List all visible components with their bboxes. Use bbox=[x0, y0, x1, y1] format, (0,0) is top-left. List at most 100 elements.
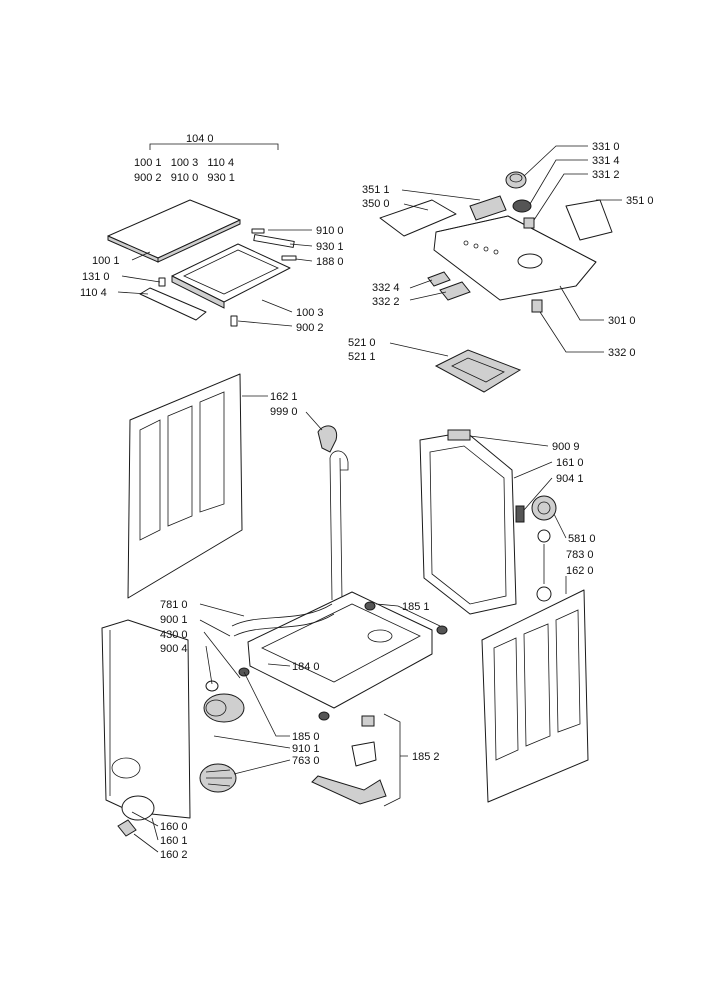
switch-332-4 bbox=[427, 271, 451, 287]
panel-bracket bbox=[565, 199, 613, 241]
rear-panel-inner bbox=[429, 445, 507, 605]
pump-inlet bbox=[205, 699, 227, 717]
label-160-2: 160 2 bbox=[160, 849, 188, 861]
label-351-0: 351 0 bbox=[626, 195, 654, 207]
hose-elbow bbox=[317, 425, 338, 453]
feet-kit bbox=[311, 713, 408, 807]
dispenser-inner bbox=[451, 357, 505, 383]
bracket-900-9 bbox=[447, 429, 471, 441]
leader-100-3 bbox=[261, 299, 293, 313]
lid-panel-side bbox=[157, 219, 241, 263]
leader-332-4 bbox=[409, 279, 433, 289]
label-910-0: 910 0 bbox=[316, 225, 344, 237]
label-184-0: 184 0 bbox=[292, 661, 320, 673]
hose-top-bend bbox=[329, 450, 349, 471]
dispenser-assembly bbox=[389, 342, 522, 393]
foot-185-2-b bbox=[351, 741, 377, 767]
leader-160-2 bbox=[133, 833, 159, 853]
leader-161-0 bbox=[513, 461, 553, 479]
leader-131-0 bbox=[121, 275, 161, 283]
button-hole bbox=[493, 249, 499, 255]
label-521-1: 521 1 bbox=[348, 351, 376, 363]
clip-904-1 bbox=[515, 505, 525, 523]
side-panel-right-rib bbox=[493, 637, 519, 761]
button-hole bbox=[483, 246, 489, 252]
side-panel-right-rib bbox=[523, 623, 551, 747]
label-301-0: 301 0 bbox=[608, 315, 636, 327]
side-panel-right bbox=[481, 589, 589, 803]
label-900-2: 900 2 bbox=[296, 322, 324, 334]
label-521-0: 521 0 bbox=[348, 337, 376, 349]
label-110-4: 110 4 bbox=[80, 287, 107, 299]
hose-assembly bbox=[305, 411, 349, 601]
bearing-783-0 bbox=[537, 529, 551, 543]
bearing-783-0-b bbox=[536, 586, 552, 602]
base-frame-body bbox=[247, 591, 433, 709]
leader-930-1 bbox=[289, 243, 313, 247]
leader-521-0 bbox=[389, 342, 449, 357]
base-frame-inner bbox=[261, 603, 421, 683]
foot-185-0-b bbox=[318, 711, 330, 721]
leader-331-0 bbox=[523, 145, 588, 177]
leader-100-1 bbox=[131, 251, 151, 261]
bracket-185-2 bbox=[383, 713, 408, 807]
base-frame-hole bbox=[367, 629, 393, 643]
leader-910-1 bbox=[213, 735, 291, 749]
label-160-0: 160 0 bbox=[160, 821, 188, 833]
foot-185-1-b bbox=[436, 625, 448, 635]
label-100-1: 100 1 bbox=[92, 255, 120, 267]
label-332-2: 332 2 bbox=[372, 296, 400, 308]
label-910-1: 910 1 bbox=[292, 743, 320, 755]
pump-assembly bbox=[199, 619, 291, 793]
label-430-0: 430 0 bbox=[160, 629, 188, 641]
pump-seal-900-4 bbox=[205, 680, 219, 692]
pulley-assembly bbox=[531, 495, 567, 602]
label-904-1: 904 1 bbox=[556, 473, 584, 485]
button-hole bbox=[463, 240, 469, 246]
leader-185-1 bbox=[375, 603, 441, 627]
leader-188-0 bbox=[295, 258, 313, 262]
leader-331-2 bbox=[533, 173, 588, 221]
button-strip bbox=[469, 195, 507, 221]
right-side-panel bbox=[481, 576, 589, 803]
pulley-hub bbox=[537, 501, 551, 515]
label-332-0: 332 0 bbox=[608, 347, 636, 359]
switch-332-0 bbox=[531, 299, 543, 313]
leader-185-0 bbox=[243, 671, 290, 737]
leader-160-1 bbox=[151, 817, 159, 841]
label-group-104-0-row1: 100 1 100 3 110 4 bbox=[134, 157, 234, 169]
leader-763-0 bbox=[233, 759, 291, 775]
label-331-2: 331 2 bbox=[592, 169, 620, 181]
foot-185-2-a bbox=[361, 715, 375, 727]
side-panel-left-rib bbox=[199, 391, 225, 513]
clip-188-0 bbox=[281, 255, 297, 261]
leader-781-0 bbox=[199, 603, 245, 617]
leader-184-0 bbox=[267, 663, 291, 667]
rear-panel-body bbox=[419, 431, 517, 615]
label-160-1: 160 1 bbox=[160, 835, 188, 847]
label-group-104-0-row2: 900 2 910 0 930 1 bbox=[134, 172, 235, 184]
leader-332-0 bbox=[539, 311, 604, 353]
label-331-0: 331 0 bbox=[592, 141, 620, 153]
label-999-0: 999 0 bbox=[270, 406, 298, 418]
pump-body bbox=[203, 693, 245, 723]
label-900-9: 900 9 bbox=[552, 441, 580, 453]
knob-opening bbox=[517, 253, 543, 269]
pin-900-2 bbox=[230, 315, 238, 327]
label-900-1: 900 1 bbox=[160, 614, 188, 626]
leader-900-1 bbox=[199, 619, 231, 637]
front-panel-service-hatch-outline bbox=[111, 757, 141, 779]
leader-351-1 bbox=[401, 189, 481, 201]
strip-930-1 bbox=[253, 234, 295, 248]
label-185-0: 185 0 bbox=[292, 731, 320, 743]
flap-latch-160-2 bbox=[117, 819, 137, 837]
label-763-0: 763 0 bbox=[292, 755, 320, 767]
hinge-910-0 bbox=[251, 228, 265, 234]
leader-430-0 bbox=[203, 631, 241, 679]
top-frame-edge bbox=[171, 275, 225, 309]
label-331-4: 331 4 bbox=[592, 155, 620, 167]
control-panel-fascia-top bbox=[435, 215, 597, 263]
label-930-1: 930 1 bbox=[316, 241, 344, 253]
leader-331-4 bbox=[529, 159, 588, 205]
